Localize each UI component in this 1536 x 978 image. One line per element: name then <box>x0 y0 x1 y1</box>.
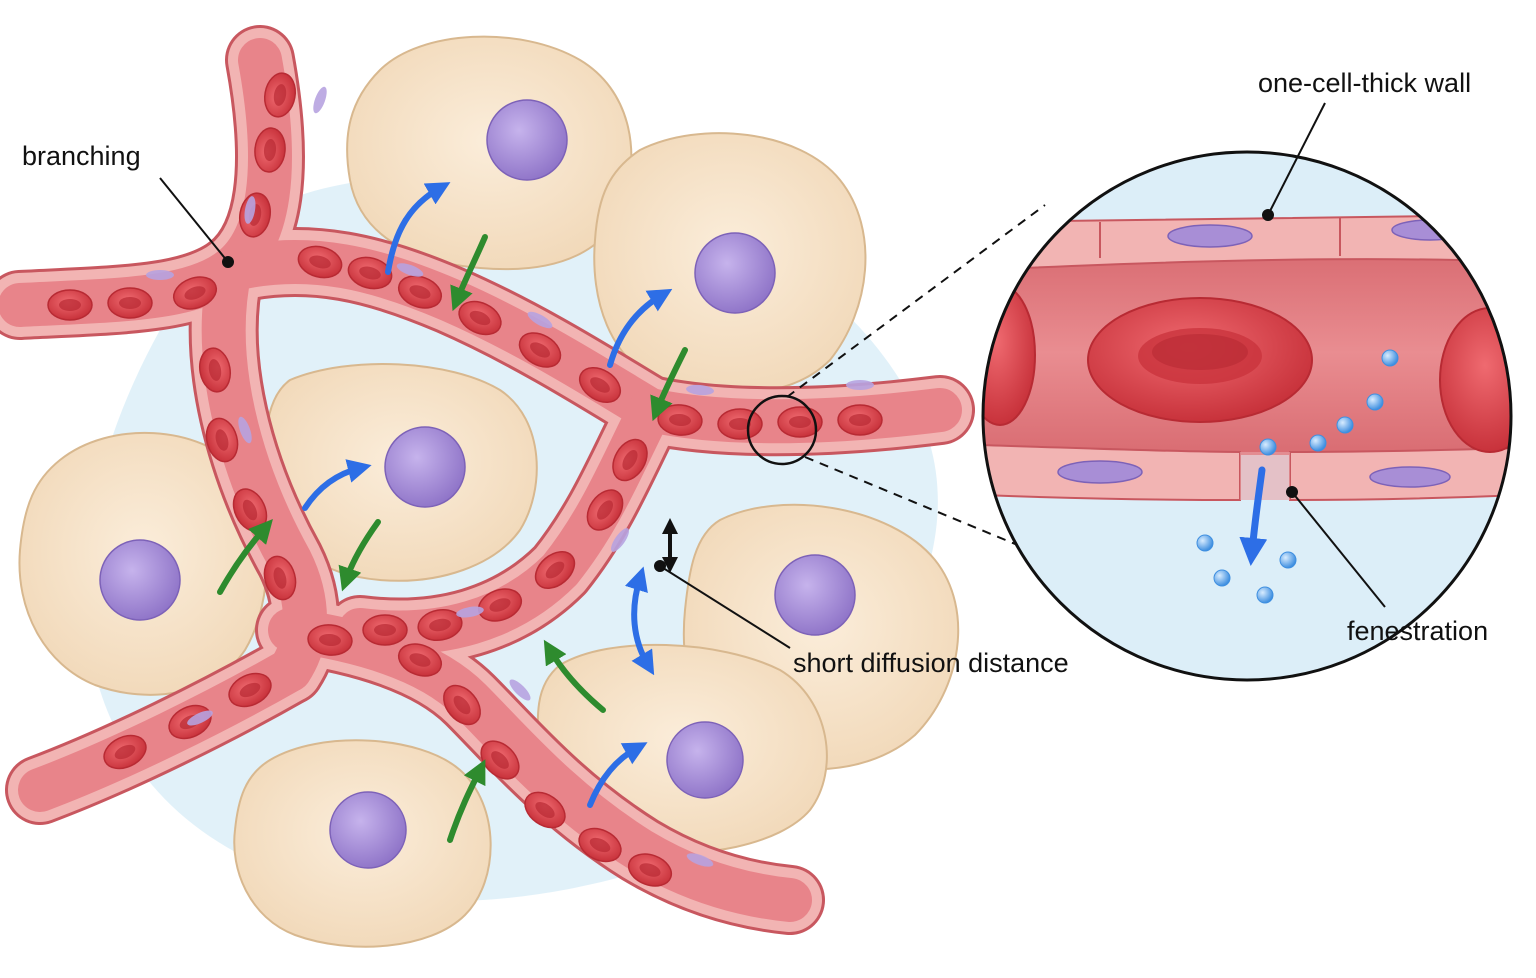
particle-icon <box>1259 438 1277 456</box>
endothelial-nuclei <box>146 86 874 867</box>
rbc-icon <box>198 347 232 393</box>
rbc-icon <box>297 245 343 279</box>
particle-icon <box>1196 534 1214 552</box>
nucleus-icon <box>1057 460 1143 484</box>
diffusion-arrow-icon <box>302 459 372 511</box>
particle-icon <box>1381 349 1399 367</box>
rbc-icon <box>307 624 353 656</box>
rbc-icon <box>47 289 93 321</box>
rbc-icon <box>627 853 673 887</box>
zoom-inset <box>981 150 1513 682</box>
rbc-icon <box>397 643 443 677</box>
particle-icon <box>1213 569 1231 587</box>
fenestration-gap <box>1240 452 1290 500</box>
diffusion-arrow-icon <box>338 519 381 592</box>
rbc-icon <box>477 588 523 622</box>
label-short-diffusion-distance: short diffusion distance <box>793 648 1069 678</box>
nuclei <box>99 99 856 869</box>
rbc-icon <box>205 417 239 463</box>
rbc-icon <box>172 276 218 310</box>
rbc-icon <box>397 275 443 309</box>
diffusion-arrow-icon <box>543 639 606 713</box>
particles <box>1196 349 1399 604</box>
rbc-icon <box>578 366 622 404</box>
rbc-icon <box>837 404 883 436</box>
rbc-icon <box>612 438 648 482</box>
diffusion-arrows <box>217 182 688 843</box>
particle-icon <box>1256 586 1274 604</box>
diffusion-arrow-icon <box>450 234 488 312</box>
rbc-icon <box>1439 307 1511 453</box>
rbc-icon <box>263 72 297 118</box>
nucleus-icon <box>99 539 181 621</box>
particle-icon <box>1336 416 1354 434</box>
rbc-icon <box>534 551 576 589</box>
rbc-icon <box>1087 297 1313 423</box>
particle-icon <box>1279 551 1297 569</box>
label-one-cell-thick-wall: one-cell-thick wall <box>1258 68 1471 98</box>
rbc-icon <box>983 284 1036 426</box>
rbc-icon <box>586 489 624 531</box>
diffusion-arrow-icon <box>624 566 655 676</box>
diffusion-arrow-icon <box>217 519 273 595</box>
label-branching: branching <box>22 141 141 171</box>
nucleus-icon <box>666 721 744 799</box>
rbc-icon <box>578 827 622 863</box>
rbc-icon <box>524 791 566 829</box>
nucleus-icon <box>694 232 776 314</box>
rbc-icon <box>443 684 481 726</box>
nucleus-icon <box>329 791 407 869</box>
rbc-icon <box>717 408 763 440</box>
nucleus-icon <box>1167 224 1253 248</box>
labels: branching one-cell-thick wall short diff… <box>22 68 1488 678</box>
diffusion-arrow-icon <box>650 347 688 422</box>
nucleus-icon <box>384 426 466 508</box>
particle-icon <box>1309 434 1327 452</box>
nucleus-icon <box>1391 219 1469 241</box>
rbc-icon <box>107 287 153 319</box>
rbc-icon <box>518 332 562 368</box>
diffusion-arrow-icon <box>385 182 451 275</box>
diffusion-arrow-icon <box>587 742 648 808</box>
rbc-icon <box>228 672 272 708</box>
nucleus-icon <box>486 99 568 181</box>
particle-icon <box>1366 393 1384 411</box>
tissue-cells <box>18 35 960 948</box>
nucleus-icon <box>774 554 856 636</box>
diffusion-arrow-icon <box>607 288 673 368</box>
label-fenestration: fenestration <box>1347 616 1488 646</box>
rbc-icon <box>417 608 463 642</box>
diffusion-arrow-icon <box>1239 466 1268 566</box>
rbc-icon <box>347 256 393 290</box>
leader-lines <box>159 102 1386 649</box>
rbc-icon <box>263 555 297 601</box>
nucleus-icon <box>1369 466 1451 488</box>
rbc-icon <box>480 740 520 780</box>
rbc-icon <box>254 127 286 173</box>
diffusion-arrow-icon <box>447 759 486 843</box>
rbc-icon <box>362 614 408 646</box>
rbc-icon <box>103 734 147 770</box>
endothelial-wall-bottom <box>983 443 1511 502</box>
